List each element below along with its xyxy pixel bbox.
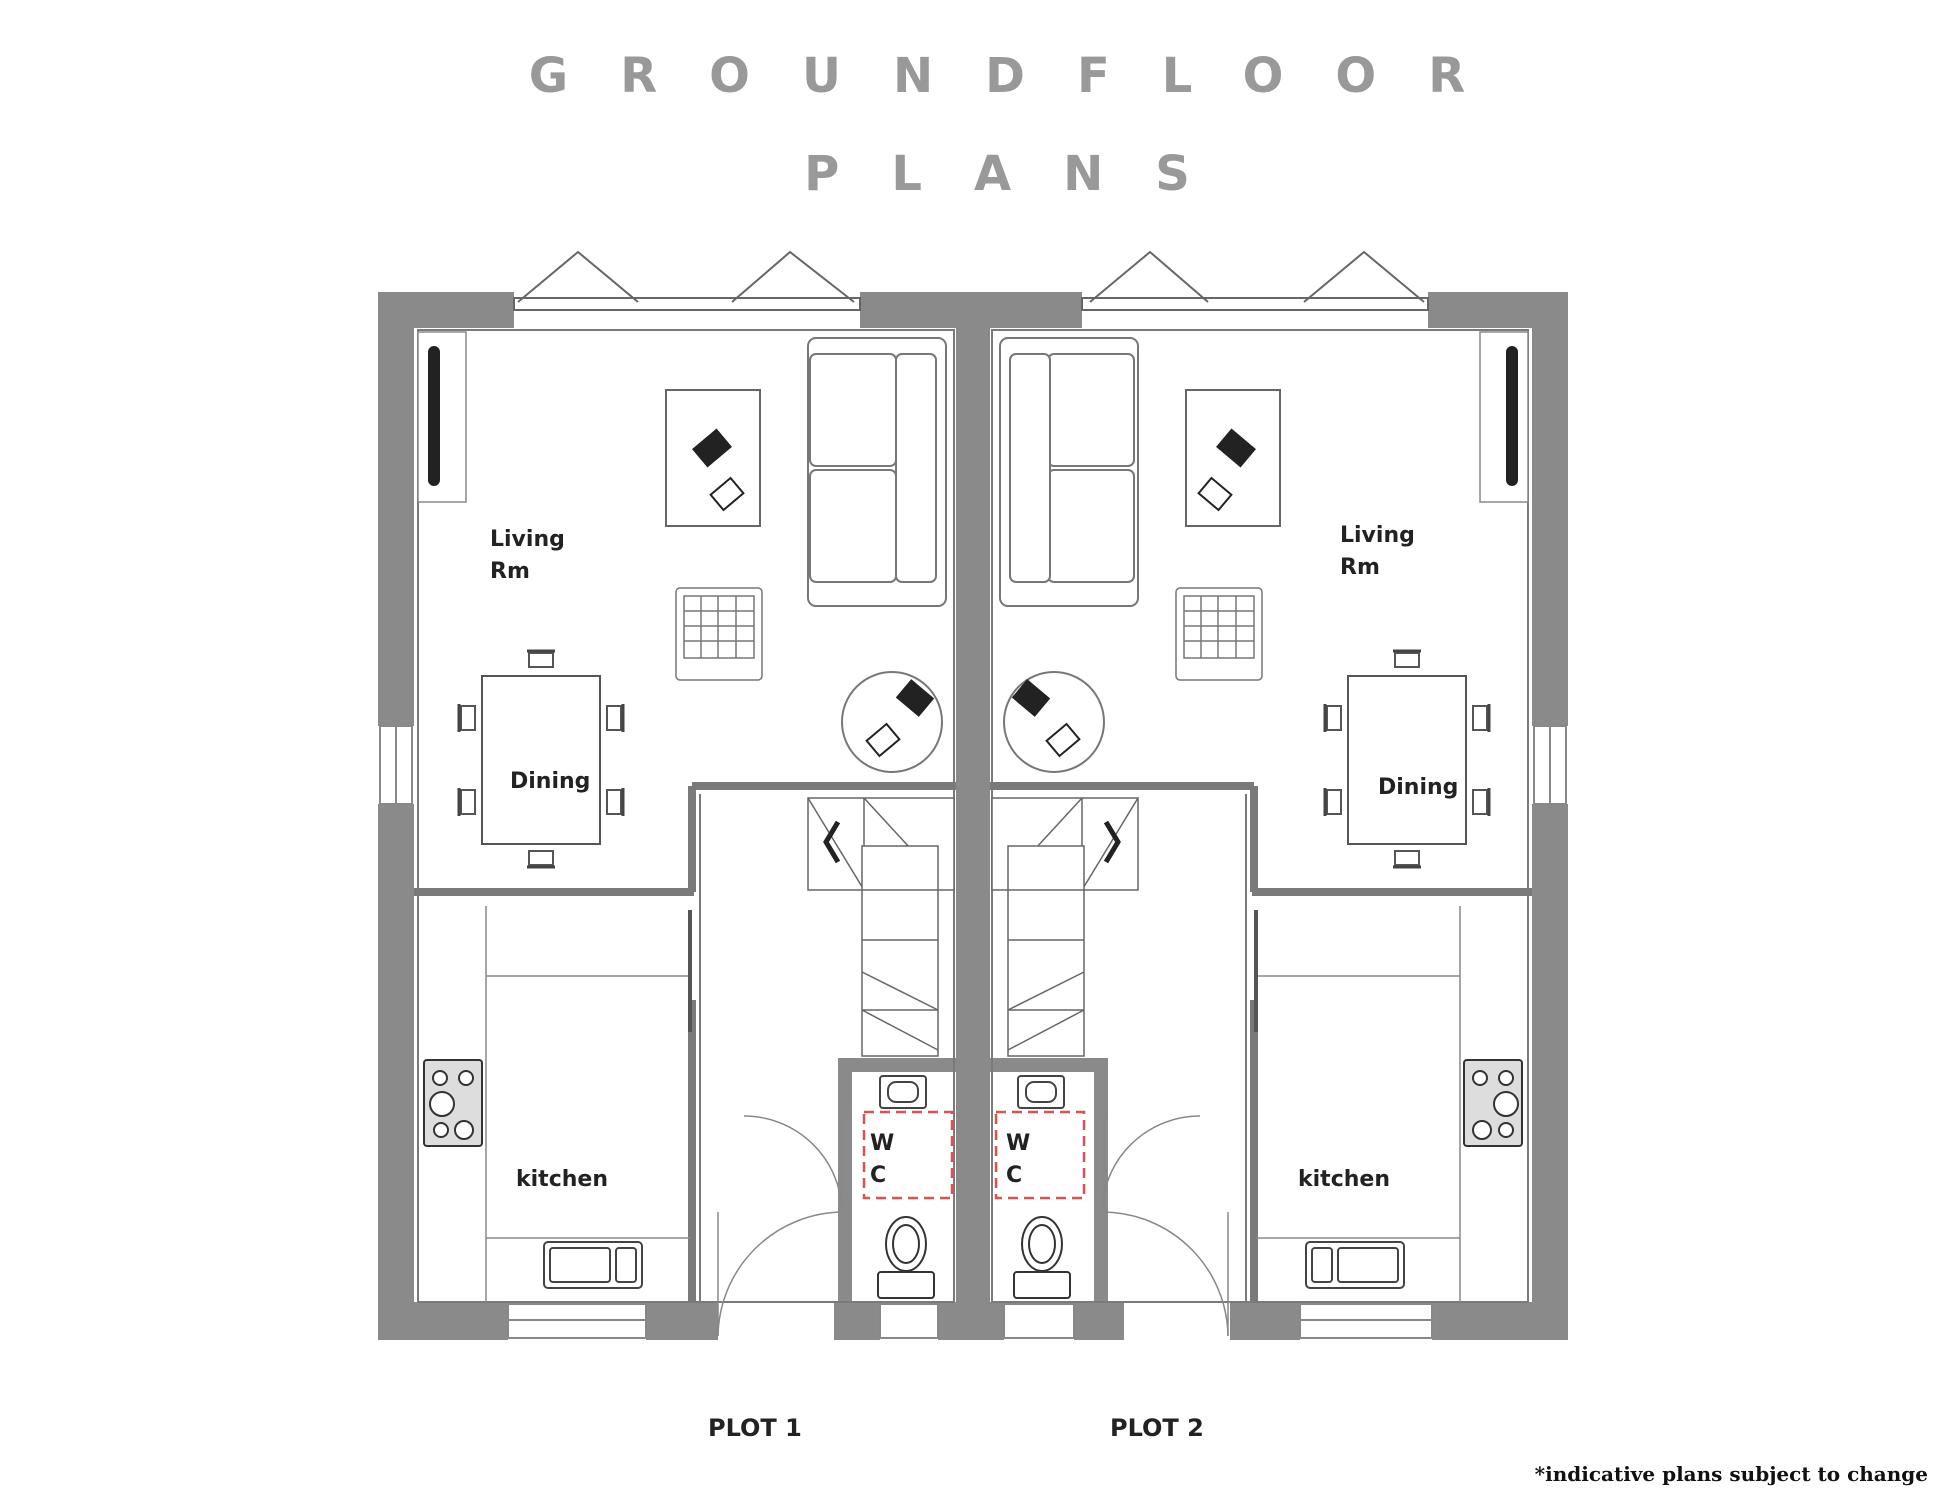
kitchen-label-plot2: kitchen [1298, 1167, 1390, 1192]
side-table-icon [841, 671, 1105, 773]
plot-2-label: PLOT 2 [1110, 1414, 1204, 1442]
dining-table-icon [481, 675, 1467, 845]
wc-label-plot1-l2: C [870, 1163, 886, 1188]
living-label-plot1-l2: Rm [490, 559, 530, 584]
wc-basin-icon [879, 1075, 1065, 1109]
window-icon [379, 725, 1567, 805]
living-label-plot2-l2: Rm [1340, 555, 1380, 580]
kitchen-worktops [485, 906, 1461, 1302]
wc-zone [862, 1110, 1086, 1200]
disclaimer-note: *indicative plans subject to change [1534, 1462, 1928, 1486]
title-line-1: GROUNDFLOOR [528, 48, 1518, 104]
toilet-icon [877, 1216, 1071, 1299]
dining-label-plot2: Dining [1378, 775, 1458, 800]
bottom-windows [507, 1303, 1433, 1339]
hob-icon [423, 1059, 1523, 1147]
title-line-2: PLANS [804, 146, 1242, 202]
stairs-icon [807, 797, 1139, 1057]
dining-label-plot1: Dining [510, 769, 590, 794]
room-labels: Living Rm Dining kitchen W C Living Rm D… [490, 523, 1458, 1192]
plot-1-label: PLOT 1 [708, 1414, 802, 1442]
living-label-plot2-l1: Living [1340, 523, 1415, 548]
outer-walls [378, 292, 1568, 1340]
wc-label-plot2-l2: C [1006, 1163, 1022, 1188]
coffee-table-icon [665, 389, 1281, 527]
living-label-plot1-l1: Living [490, 527, 565, 552]
wc-label-plot2-l1: W [1006, 1131, 1030, 1156]
wc-label-plot1-l1: W [870, 1131, 894, 1156]
door-swing-icon [717, 1115, 1229, 1337]
tv-unit-icon [417, 331, 1529, 503]
kitchen-label-plot1: kitchen [516, 1167, 608, 1192]
bifold-door-plot2 [1081, 250, 1429, 311]
interior-walls [414, 782, 1532, 1302]
armchair-icon [675, 587, 1263, 681]
sofa-icon [807, 337, 1139, 607]
bifold-door-plot1 [513, 250, 861, 311]
sink-icon [543, 1241, 1405, 1289]
